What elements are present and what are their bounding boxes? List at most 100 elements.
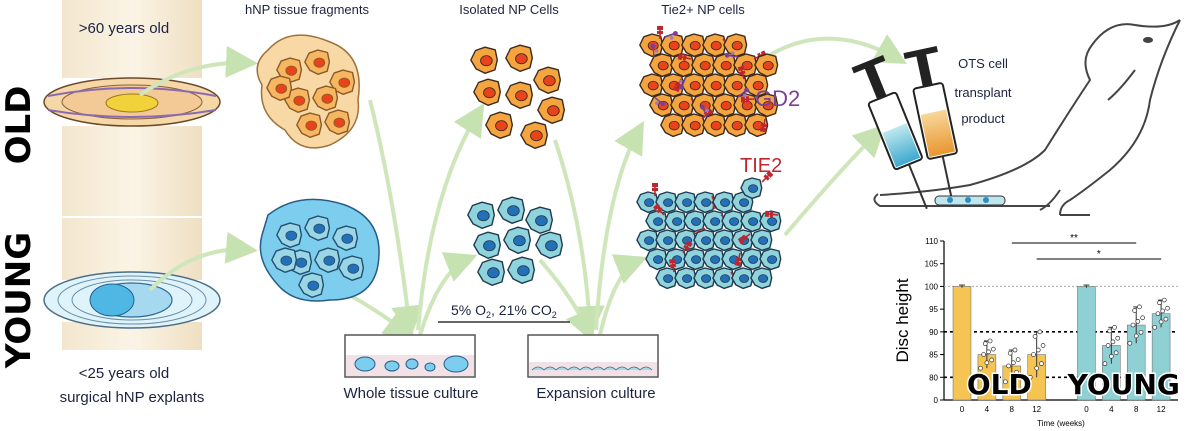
arrow-old-fragments-to-culture [368,99,424,338]
chart-data-point [1031,352,1036,357]
chart-data-point [1130,322,1136,328]
tie2-receptor [740,96,755,103]
arrow-young-to-fragments [148,231,258,292]
isolated-cell [505,81,533,110]
young-isolated-cells [467,196,563,286]
tie2-cell [712,267,735,290]
chart-data-point [1113,350,1119,356]
isolated-cell [503,226,531,255]
tie2-cell [691,53,716,78]
tie2-receptor [760,118,768,133]
chart-data-point [1110,339,1116,345]
chart-ytick-label: 95 [929,305,938,314]
tie2-cell [660,33,685,58]
chart-data-point [1115,335,1121,341]
isolated-cell [473,78,501,107]
old-isolated-cells [470,44,565,150]
chart-data-point [1009,373,1015,378]
tie2-cell [702,113,727,138]
chart-data-point [1102,361,1108,367]
tie2-receptor [761,170,774,183]
chart-data-point [1011,360,1016,366]
old-spine-segment [43,0,221,216]
fragment-cell [304,215,331,242]
tie2-cell [731,267,754,290]
chart-significance-label: ** [1070,233,1078,244]
tie2-cell [723,33,748,58]
chart-data-point [1014,369,1019,375]
tie2-cell [759,248,782,271]
tie2-cell [693,191,716,214]
gd2-marker [699,104,709,118]
arrow-expansion-to-young-tie2 [598,254,648,336]
isolated-cell [537,96,565,125]
tie2-cell [664,210,687,233]
chart-ytick-label: 105 [925,260,939,269]
tie2-cell [636,191,659,214]
chart-data-point [1155,311,1161,317]
fragment-cell [338,255,365,281]
young-tie2-cell-cluster [636,170,782,290]
tie2-cells-label: Tie2+ NP cells [661,2,745,17]
tie2-cell [740,210,763,233]
gd2-marker [679,76,687,90]
tie2-receptor [737,233,751,245]
orange-syringe [903,46,958,204]
arrow-culture-to-young-cells [418,252,478,336]
whole-culture-label: Whole tissue culture [343,385,478,402]
isolated-cell [477,258,505,286]
chart-data-point [1003,379,1008,385]
chart-ylabel: Disc height [893,278,912,362]
isolated-cell [505,44,533,73]
chart-data-point [1135,319,1141,324]
tie2-cell [681,33,706,58]
arrow-young-tie2-to-ots [783,124,886,237]
rat-outline [873,19,1181,216]
chart-data-point [1160,308,1166,314]
chart-data-point [1152,324,1158,330]
isolated-cell [535,231,563,259]
chart-data-point [1157,300,1162,306]
chart-data-point [1032,334,1038,339]
gd2-marker [650,43,659,58]
chart-data-point [1127,340,1133,346]
chart-data-point [982,341,988,347]
chart-xtick-label: 0 [1084,405,1089,414]
tie2-cell [702,248,725,271]
old-side-label: OLD [0,86,39,165]
tie2-cell [731,191,754,214]
arrow-old-cells-to-expansion [553,139,605,338]
expansion-culture-label: Expansion culture [536,385,655,402]
tie2-cell [712,53,737,78]
whole-tissue-culture-dish [344,334,476,378]
chart-data-point [1158,319,1164,325]
tie2-cell [744,73,769,98]
tie2-cell [723,113,748,138]
isolated-cell [497,196,525,225]
young-explants-label: surgical hNP explants [60,389,205,406]
tie2-cell [754,93,779,118]
tie2-cell [740,177,763,200]
tie2-cell [733,93,758,118]
old-tissue-fragment [256,34,360,149]
isolated-cell [533,66,561,95]
tie2-cell [702,73,727,98]
chart-data-point [990,346,996,352]
tie2-cell [655,267,678,290]
tie2-cell [681,113,706,138]
chart-data-point [1039,361,1044,367]
chart-ytick-label: 90 [929,328,938,337]
tie2-cell [674,191,697,214]
chart-xtick-label: 4 [985,405,990,414]
isolated-cells-label: Isolated NP Cells [459,2,559,17]
fragment-cell [266,75,293,102]
arrow-expansion-to-old-tie2 [594,121,644,331]
chart-data-point [1035,347,1041,353]
fragment-cell [276,222,303,249]
tie2-receptor [657,26,663,39]
tie2-cell [702,210,725,233]
chart-data-point [1006,363,1011,369]
tie2-cell [649,53,674,78]
